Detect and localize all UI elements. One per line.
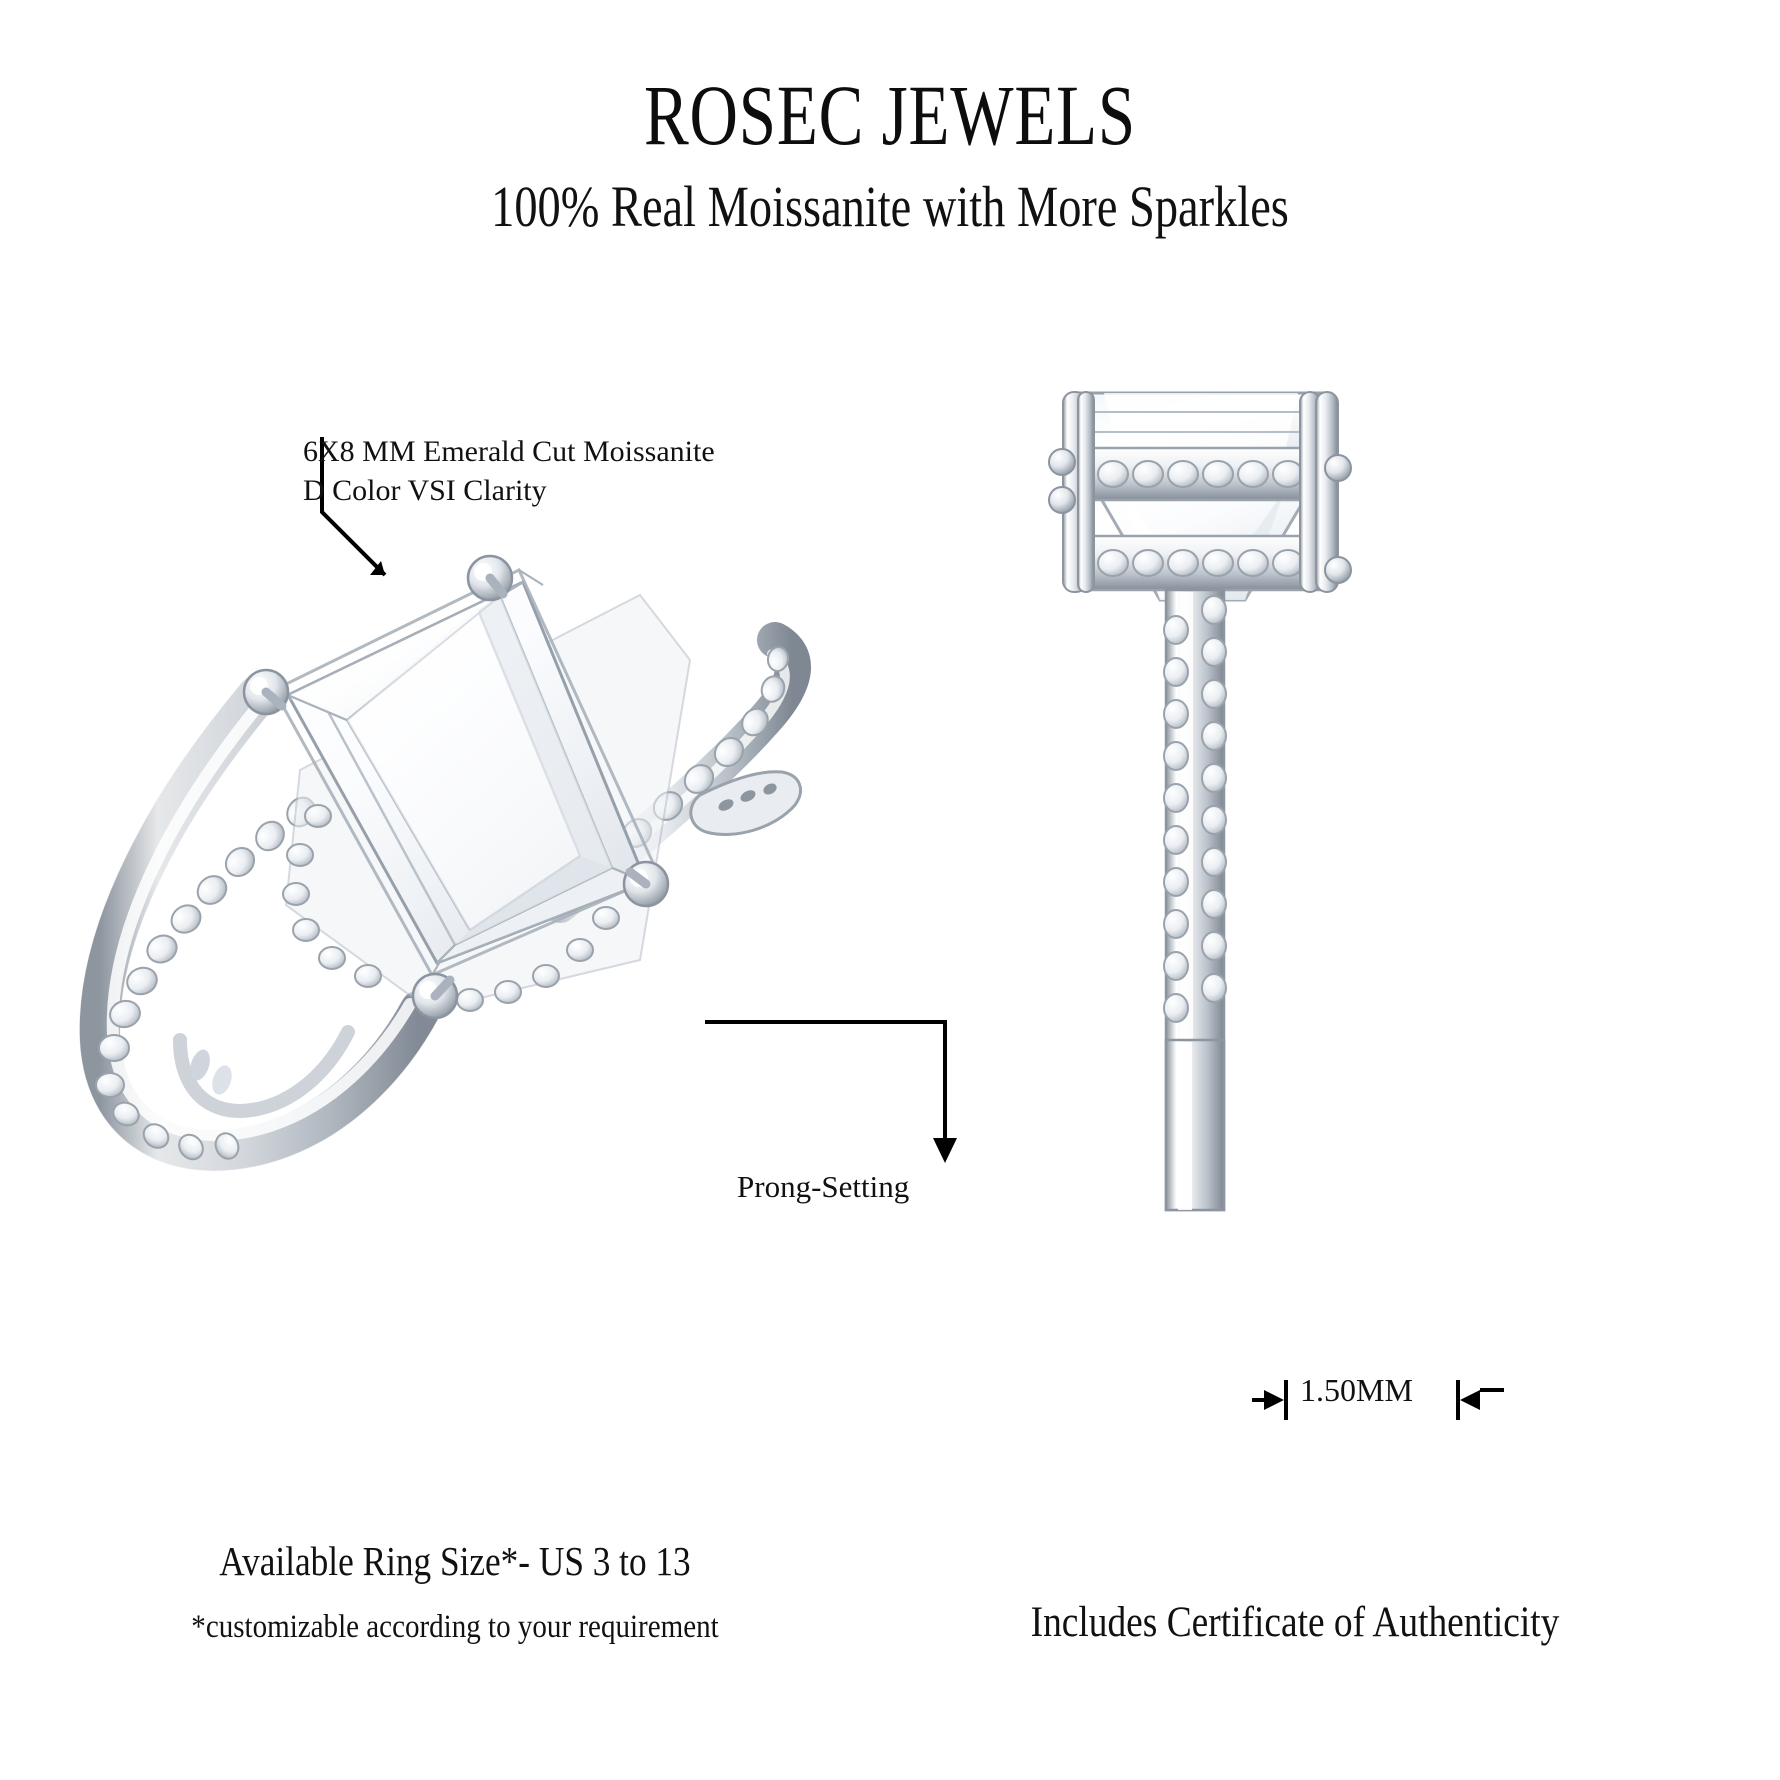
page-title: ROSEC JEWELS <box>643 67 1136 163</box>
product-view-three-quarter[interactable] <box>80 540 820 1200</box>
footer-certificate-note: Includes Certificate of Authenticity <box>1030 1599 1560 1646</box>
callout-center-stone-line1: 6X8 MM Emerald Cut Moissanite <box>303 435 715 468</box>
footer-ring-size: Available Ring Size*- US 3 to 13 <box>219 1538 691 1584</box>
footer-customizable-note: *customizable according to your requirem… <box>191 1609 719 1645</box>
callout-band-width: 1.50MM <box>1300 1372 1413 1408</box>
callout-prong-setting: Prong-Setting <box>737 1169 910 1204</box>
callout-center-stone-line2: D Color VSI Clarity <box>303 474 547 507</box>
page-subtitle: 100% Real Moissanite with More Sparkles <box>491 174 1289 239</box>
callout-center-stone: 6X8 MM Emerald Cut Moissanite D Color VS… <box>303 432 715 510</box>
product-view-side-profile[interactable] <box>1040 380 1370 1230</box>
